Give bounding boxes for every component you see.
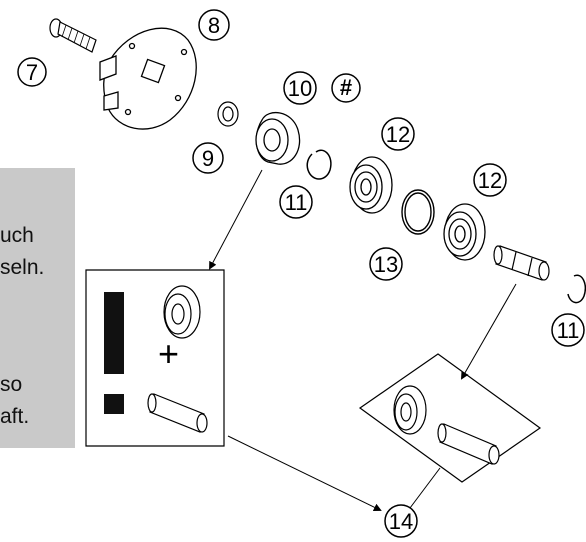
note-line-2: seln. <box>0 256 45 279</box>
svg-text:7: 7 <box>26 60 38 85</box>
note-line-3: so <box>0 373 23 396</box>
exclamation-icon <box>104 292 124 374</box>
svg-text:12: 12 <box>478 168 502 193</box>
shaft-part <box>493 245 550 281</box>
bearing-part-12-first <box>349 156 393 214</box>
svg-text:8: 8 <box>208 13 220 38</box>
seal-icon-right <box>393 385 427 435</box>
callout-7: 7 <box>17 57 47 87</box>
callout-11-right: 11 <box>551 313 585 347</box>
inset-box-right <box>358 353 542 483</box>
shaft-icon <box>147 393 208 433</box>
callout-9: 9 <box>192 142 224 174</box>
callout-14: 14 <box>384 504 418 538</box>
callout-11-upper: 11 <box>279 185 313 219</box>
svg-text:#: # <box>340 75 352 100</box>
note-line-1: uch <box>0 224 34 247</box>
svg-text:13: 13 <box>374 252 398 277</box>
note-line-4: aft. <box>0 405 30 428</box>
screw-part-7 <box>49 18 97 53</box>
callout-12-first: 12 <box>381 117 415 151</box>
ring-part-13 <box>401 189 435 235</box>
plus-sign: + <box>158 333 179 374</box>
svg-text:9: 9 <box>202 146 214 171</box>
callout-13: 13 <box>369 247 403 281</box>
seal-part-10 <box>255 111 301 165</box>
flange-part-8 <box>99 27 197 130</box>
callout-hash: # <box>331 73 361 103</box>
svg-text:12: 12 <box>386 122 410 147</box>
callout-8: 8 <box>198 9 230 41</box>
callout-10: 10 <box>283 71 317 105</box>
svg-text:10: 10 <box>288 76 312 101</box>
info-note-panel: uch seln. so aft. <box>0 168 75 448</box>
leader-lines <box>209 169 517 511</box>
washer-part-9 <box>217 101 239 127</box>
callout-12-second: 12 <box>473 163 507 197</box>
svg-text:11: 11 <box>557 318 580 343</box>
svg-text:14: 14 <box>389 509 413 534</box>
bearing-part-12-second <box>443 203 486 261</box>
seal-icon <box>163 285 201 339</box>
inset-box-left: + <box>85 269 225 447</box>
callouts: 7 8 9 10 # 11 12 12 <box>17 9 585 538</box>
circlip-part-11-right <box>567 274 586 304</box>
circlip-part-11-upper <box>306 149 332 180</box>
shaft-icon-right <box>437 423 500 465</box>
svg-text:11: 11 <box>285 190 308 215</box>
